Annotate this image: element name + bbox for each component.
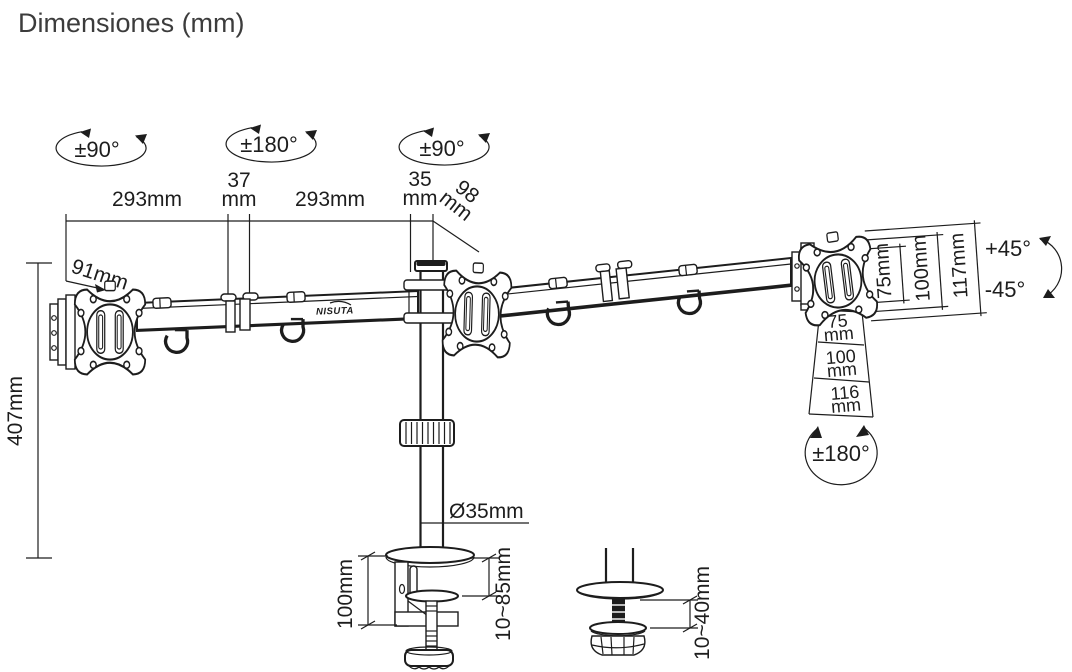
dim-clamp-height: 100mm xyxy=(334,559,357,629)
page-title: Dimensiones (mm) xyxy=(18,8,245,38)
top-dimension-chain xyxy=(65,214,480,294)
cable-clip-icon xyxy=(152,296,172,310)
height-adjust-ring xyxy=(399,419,455,447)
swivel-left-label: ±90° xyxy=(74,137,119,162)
dim-pole-diameter: Ø35mm xyxy=(449,500,524,523)
dim-vesa-v116-unit: mm xyxy=(830,394,862,417)
grommet-range-dimension xyxy=(640,595,698,633)
cable-hook-icon xyxy=(163,328,190,354)
dim-pole-height: 407mm xyxy=(4,376,27,446)
left-vesa-plate xyxy=(73,280,147,376)
swivel-center-label: ±180° xyxy=(240,132,298,157)
plate-rotation-label: ±180° xyxy=(812,441,870,466)
dim-diagonal: 98 mm xyxy=(435,176,483,226)
left-arm-hinge xyxy=(220,292,259,333)
clamp-range-dimension xyxy=(462,553,500,601)
plate-width-leader xyxy=(65,280,106,293)
dim-vesa-h117: 117mm xyxy=(946,232,972,299)
grommet-mount xyxy=(576,548,664,656)
dim-pole-unit: mm xyxy=(403,187,438,210)
clamp-height-dimension xyxy=(358,551,397,630)
center-vesa-plate xyxy=(441,260,514,359)
right-arm-hinge xyxy=(595,259,633,303)
dim-joint-value: 37 xyxy=(227,169,250,192)
left-arm xyxy=(136,289,419,333)
plate-rotation-arrow xyxy=(804,425,878,486)
dim-vesa-h75: 75mm xyxy=(871,242,897,299)
dim-vesa-v116-value: 116 xyxy=(830,382,860,404)
center-pole xyxy=(403,260,461,549)
dim-vesa-v100-value: 100 xyxy=(825,346,857,369)
swivel-right-label: ±90° xyxy=(419,136,464,161)
right-arm xyxy=(497,256,792,319)
dim-clamp-range: 10~85mm xyxy=(492,547,515,641)
dim-right-arm: 293mm xyxy=(295,188,365,211)
dim-vesa-v100-unit: mm xyxy=(826,359,858,382)
vesa-vertical-labels: 75 mm 100 mm 116 mm xyxy=(823,310,862,417)
dim-vesa-h100: 100mm xyxy=(908,234,935,302)
dim-grommet-range: 10~40mm xyxy=(691,566,714,660)
dim-vesa-v75-value: 75 xyxy=(827,310,849,332)
brand-logo: NISUTA xyxy=(316,300,354,318)
left-monitor-bracket xyxy=(49,294,76,370)
dim-pole-value: 35 xyxy=(408,168,431,191)
dim-left-arm: 293mm xyxy=(112,188,182,211)
dim-joint-unit: mm xyxy=(222,188,257,211)
cable-clip-icon xyxy=(677,263,699,277)
dim-vesa-v75-unit: mm xyxy=(823,323,855,346)
pole-height-dimension xyxy=(26,262,52,559)
cable-clip-icon xyxy=(286,290,306,304)
tilt-down-label: -45° xyxy=(985,277,1026,302)
cable-clip-icon xyxy=(547,276,569,290)
brand-text: NISUTA xyxy=(316,305,354,317)
tilt-up-label: +45° xyxy=(985,236,1031,261)
desk-clamp xyxy=(385,546,475,670)
tilt-arrow xyxy=(1039,236,1063,298)
